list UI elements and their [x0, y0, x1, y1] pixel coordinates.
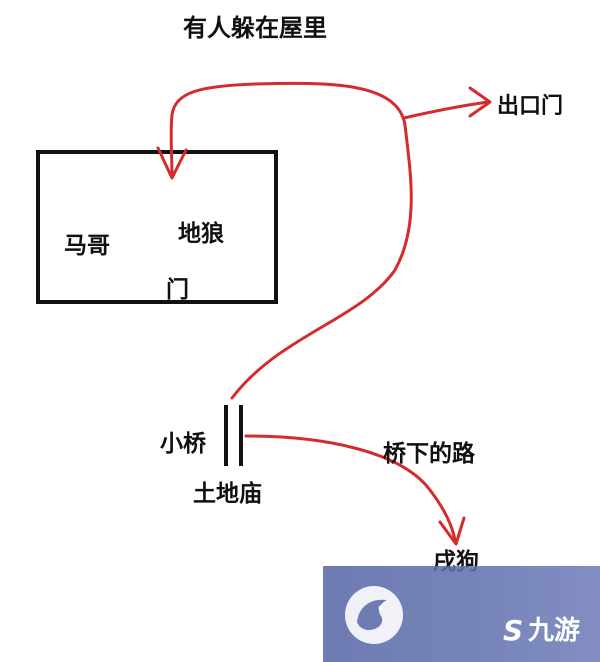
- house-box: [36, 150, 278, 304]
- ma-ge-label: 马哥: [64, 233, 110, 259]
- brand-name: 九游: [528, 616, 581, 646]
- path-to-dog: [244, 434, 457, 542]
- arrowhead-exit: [468, 86, 492, 118]
- fox-logo-icon: [345, 586, 403, 644]
- arrowhead-house: [156, 146, 188, 180]
- road-under-bridge-label: 桥下的路: [383, 441, 475, 467]
- arrowhead-dog: [438, 516, 466, 546]
- path-to-exit: [402, 100, 490, 120]
- diagram-title: 有人躲在屋里: [183, 14, 327, 42]
- door-label: 门: [166, 277, 189, 303]
- watermark: S 九游: [323, 566, 600, 662]
- land-temple-label: 土地庙: [193, 481, 262, 507]
- brand-s-icon: S: [503, 614, 524, 647]
- small-bridge-label: 小桥: [160, 431, 206, 457]
- path-bridge-to-house: [169, 81, 413, 400]
- werewolf-label: 地狼: [178, 221, 224, 247]
- exit-door-label: 出口门: [497, 94, 564, 119]
